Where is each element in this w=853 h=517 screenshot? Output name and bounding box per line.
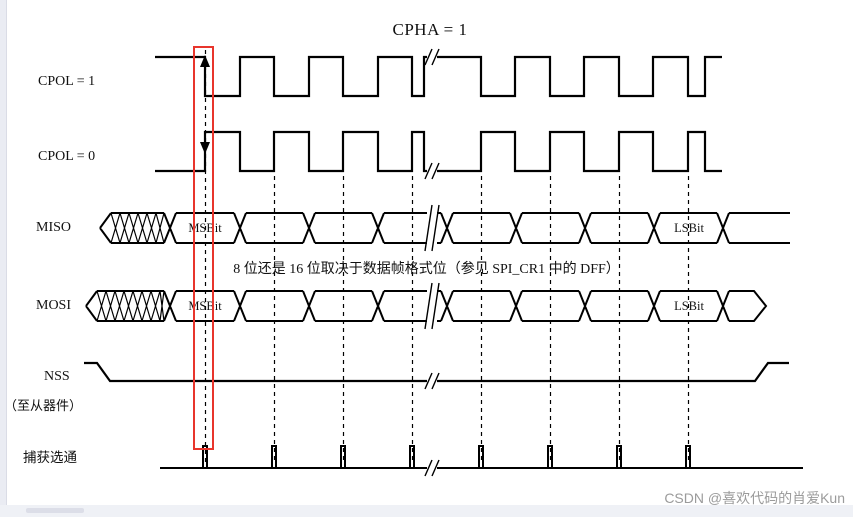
break-mark-cpol0-gap — [427, 163, 437, 179]
viewer-left-edge — [0, 0, 7, 517]
signal-label-cpol1: CPOL = 1 — [38, 74, 96, 89]
first-clock-edge-highlight-box — [193, 46, 214, 450]
frame-format-annotation-text: 8 位还是 16 位取决于数据帧格式位（参见 SPI_CR1 中的 DFF） — [233, 262, 620, 277]
signal-label-mosi: MOSI — [36, 298, 72, 313]
nss-waveform — [84, 361, 789, 383]
break-mark-nss-gap — [427, 373, 437, 389]
diagram-title: CPHA = 1 — [392, 20, 468, 39]
mosi-data-waveform-hatch — [96, 290, 165, 322]
break-mark-strobe — [424, 459, 440, 477]
break-mark-miso — [424, 204, 440, 252]
signal-label-cpol0: CPOL = 0 — [38, 149, 96, 164]
break-mark-cpol0 — [424, 162, 440, 180]
viewer-bottom-edge — [0, 505, 853, 517]
miso-data-waveform-hatch — [110, 212, 165, 244]
signal-label-capture-strobe: 捕获选通 — [23, 450, 77, 465]
frame-format-annotation: 8 位还是 16 位取决于数据帧格式位（参见 SPI_CR1 中的 DFF） — [0, 258, 853, 278]
break-mark-mosi-gap — [427, 283, 437, 329]
break-mark-miso-gap — [427, 205, 437, 251]
mosi-lsbit-label: LSBit — [674, 299, 704, 313]
break-mark-cpol1-gap — [427, 49, 437, 65]
cpol0-clock-waveform — [155, 130, 722, 173]
break-mark-mosi — [424, 282, 440, 330]
cut-off-text-artifact — [26, 508, 84, 513]
capture-strobe-waveform — [160, 445, 803, 469]
break-mark-nss — [424, 372, 440, 390]
break-mark-strobe-gap — [427, 460, 437, 476]
cpol1-clock-waveform — [155, 55, 722, 98]
signal-sublabel-nss: （至从器件） — [4, 398, 83, 413]
signal-label-miso: MISO — [36, 220, 72, 235]
break-mark-cpol1 — [424, 48, 440, 66]
signal-label-nss: NSS — [44, 369, 70, 384]
csdn-watermark: CSDN @喜欢代码的肖爱Kun — [664, 490, 845, 506]
miso-lsbit-label: LSBit — [674, 221, 704, 235]
sample-dashed-lines — [273, 176, 690, 464]
